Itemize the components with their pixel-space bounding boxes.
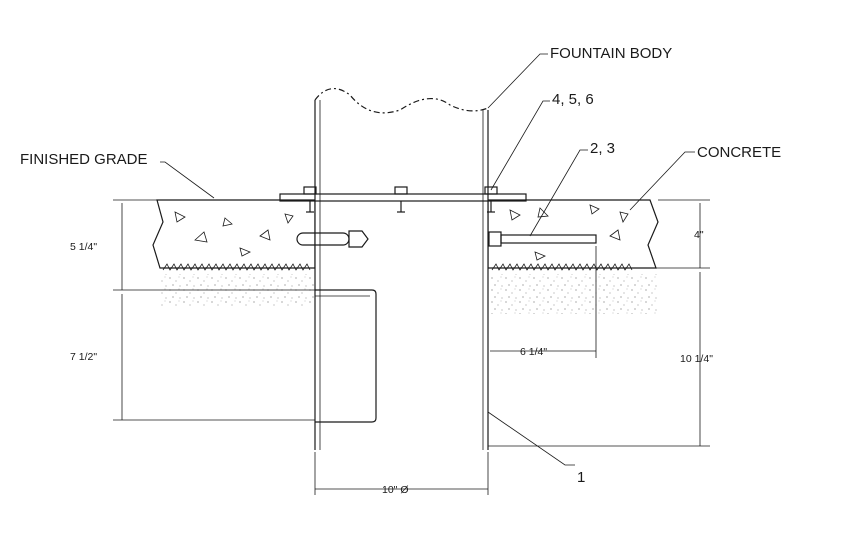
- bolt-center: [394, 186, 408, 213]
- dimension-lines: [113, 199, 710, 495]
- leader-lines: [160, 53, 695, 466]
- bolt-right: [484, 186, 498, 213]
- dim-total-depth: 10 1/4": [680, 353, 713, 365]
- anchor-bolt-right: [488, 231, 597, 247]
- dim-bolt-length: 6 1/4": [520, 346, 547, 358]
- dim-left-upper: 5 1/4": [70, 241, 97, 253]
- label-fountain-body: FOUNTAIN BODY: [550, 45, 672, 62]
- dim-left-lower: 7 1/2": [70, 351, 97, 363]
- label-part-1: 1: [577, 469, 585, 486]
- bolt-left: [303, 186, 317, 213]
- flange-plate: [279, 186, 527, 213]
- label-parts-456: 4, 5, 6: [552, 91, 594, 108]
- concrete-slab-right: [487, 199, 659, 314]
- label-concrete: CONCRETE: [697, 144, 781, 161]
- dim-concrete-depth: 4": [694, 229, 704, 241]
- fountain-body: [314, 88, 489, 450]
- dim-diameter: 10" Ø: [382, 484, 409, 496]
- label-finished-grade: FINISHED GRADE: [20, 151, 148, 168]
- anchor-bolt-left: [296, 230, 369, 248]
- label-parts-23: 2, 3: [590, 140, 615, 157]
- concrete-slab-left: [152, 199, 316, 308]
- side-inlet: [315, 289, 377, 423]
